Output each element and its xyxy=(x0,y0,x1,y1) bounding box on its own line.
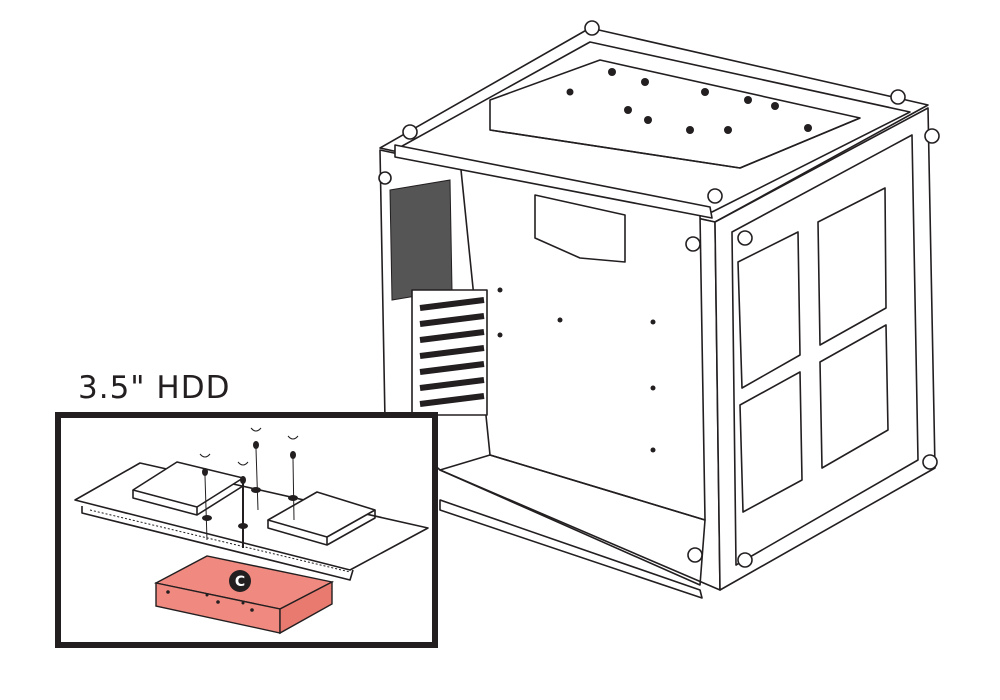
pc-case-drawing xyxy=(378,20,940,599)
mesh-vent xyxy=(389,179,453,301)
part-label: C xyxy=(235,574,245,590)
case-bolts xyxy=(378,20,940,568)
inset-title: 3.5" HDD xyxy=(78,370,230,406)
hdd-3-5-highlight: C xyxy=(153,555,335,635)
expansion-slots xyxy=(411,289,488,416)
part-label-badge xyxy=(229,570,251,592)
top-rail xyxy=(394,144,713,219)
hdd-bracket-drawing: C xyxy=(74,427,429,635)
